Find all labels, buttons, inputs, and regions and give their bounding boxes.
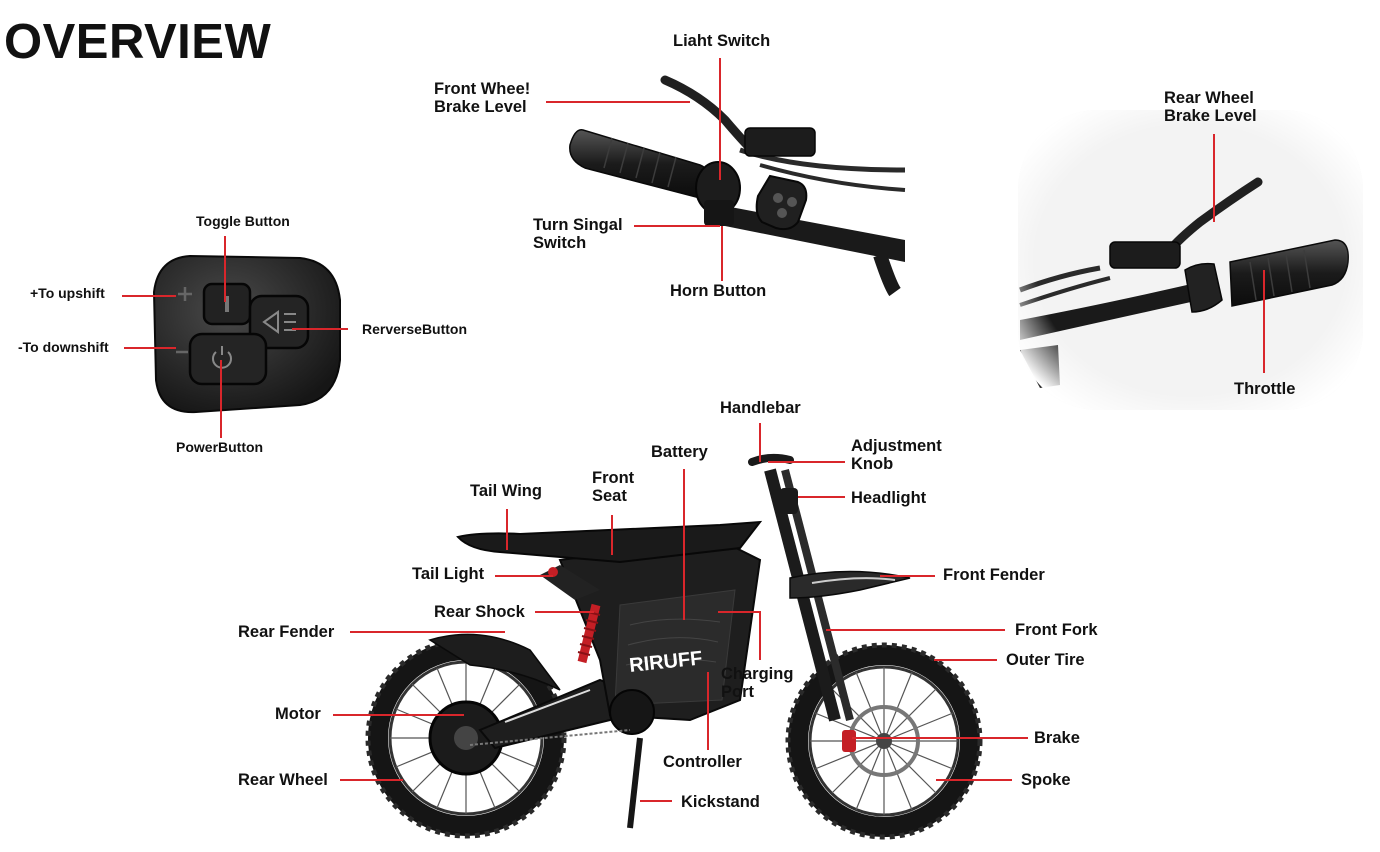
label-controller: Controller: [663, 753, 742, 771]
kickstand-icon: [627, 737, 643, 829]
label-battery: Battery: [651, 443, 708, 461]
front-brake-lever-icon: [660, 75, 757, 155]
label-adjustment-knob: Adjustment Knob: [851, 437, 942, 473]
label-reverse-button: RerverseButton: [362, 321, 468, 337]
headlight-icon: [780, 488, 798, 514]
label-front-fender: Front Fender: [943, 566, 1045, 584]
label-spoke: Spoke: [1021, 771, 1071, 789]
page-title: OVERVIEW: [4, 15, 272, 69]
power-button-icon: [188, 332, 268, 386]
label-downshift: -To downshift: [18, 339, 109, 355]
label-throttle: Throttle: [1234, 380, 1296, 398]
label-tail-light: Tail Light: [412, 565, 485, 583]
label-rear-brake: Rear Wheel Brake Level: [1164, 89, 1257, 125]
label-handlebar: Handlebar: [720, 399, 801, 417]
rear-shock-icon: [577, 603, 601, 664]
handlebar-icon: [748, 453, 794, 466]
label-charging-port: Charging Port: [721, 665, 794, 701]
label-turn-signal: Turn Singal Switch: [533, 216, 623, 252]
leader-lines: [122, 58, 1265, 802]
label-front-brake: Front Whee! Brake Level: [434, 80, 531, 116]
rear-fender-icon: [428, 633, 561, 691]
label-upshift: +To upshift: [30, 285, 105, 301]
right-handlebar-photo: [1018, 110, 1363, 410]
label-outer-tire: Outer Tire: [1006, 651, 1085, 669]
label-rear-shock: Rear Shock: [434, 603, 525, 621]
label-headlight: Headlight: [851, 489, 927, 507]
label-light-switch: Liaht Switch: [673, 32, 771, 50]
label-horn-button: Horn Button: [670, 282, 767, 300]
label-tail-wing: Tail Wing: [470, 482, 542, 500]
label-rear-wheel: Rear Wheel: [238, 771, 328, 789]
bike-illustration: RIRUFF: [365, 453, 983, 840]
tail-light-icon: [548, 567, 558, 577]
front-wheel-icon: [785, 642, 983, 840]
turn-signal-icon: [755, 174, 808, 231]
left-handlebar-photo: [569, 75, 906, 297]
label-kickstand: Kickstand: [681, 793, 760, 811]
label-brake: Brake: [1034, 729, 1080, 747]
remote-control-icon: [152, 254, 341, 414]
label-power-button: PowerButton: [176, 439, 264, 455]
label-rear-fender: Rear Fender: [238, 623, 335, 641]
label-toggle-button: Toggle Button: [196, 213, 290, 229]
label-front-fork: Front Fork: [1015, 621, 1098, 639]
label-motor: Motor: [275, 705, 321, 723]
label-front-seat: Front Seat: [592, 469, 635, 505]
